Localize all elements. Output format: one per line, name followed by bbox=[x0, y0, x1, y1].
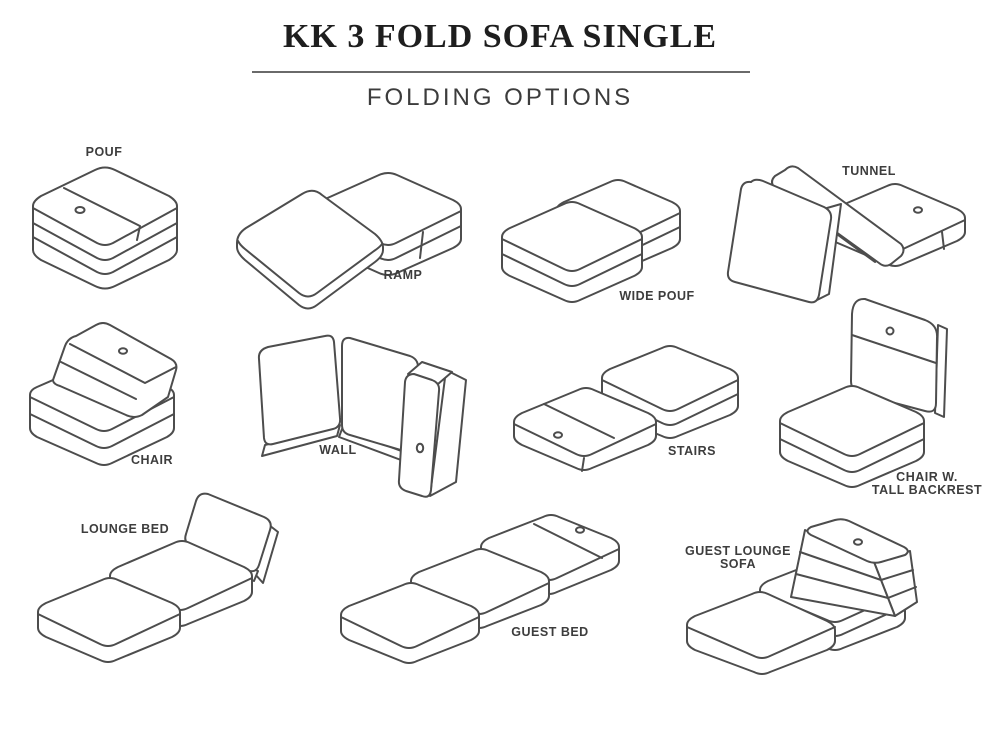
chair-w-tall-backrest-illustration bbox=[779, 297, 948, 488]
label-guest-lounge-sofa: GUEST LOUNGE SOFA bbox=[684, 544, 791, 571]
label-tunnel: TUNNEL bbox=[842, 164, 896, 178]
figure-wide-pouf bbox=[480, 172, 685, 317]
label-guest-bed: GUEST BED bbox=[511, 625, 589, 639]
guest-lounge-sofa-illustration bbox=[686, 518, 918, 675]
label-stairs: STAIRS bbox=[668, 444, 716, 458]
figure-ramp bbox=[233, 166, 483, 314]
label-wide-pouf: WIDE POUF bbox=[619, 289, 695, 303]
title-divider bbox=[252, 71, 750, 73]
label-wall: WALL bbox=[319, 443, 357, 457]
page-title: KK 3 FOLD SOFA SINGLE bbox=[282, 18, 718, 55]
chair-illustration bbox=[29, 322, 178, 466]
figure-guest-lounge-sofa bbox=[655, 502, 955, 702]
figure-pouf bbox=[28, 164, 180, 292]
guest-bed-illustration bbox=[340, 514, 620, 664]
page-subtitle: FOLDING OPTIONS bbox=[366, 84, 634, 111]
wall-illustration bbox=[257, 334, 467, 498]
wide-pouf-illustration bbox=[501, 179, 681, 303]
figure-stairs bbox=[500, 338, 745, 478]
label-chair-w-tall-backrest: CHAIR W. TALL BACKREST bbox=[871, 470, 983, 497]
stairs-illustration bbox=[513, 345, 739, 472]
figure-tunnel bbox=[705, 158, 970, 333]
figure-wall bbox=[240, 330, 480, 518]
ramp-illustration bbox=[236, 172, 462, 310]
figure-chair bbox=[24, 318, 184, 470]
lounge-bed-illustration bbox=[37, 492, 279, 663]
figure-chair-w-tall-backrest bbox=[772, 283, 957, 498]
figure-guest-bed bbox=[318, 496, 628, 691]
tunnel-illustration bbox=[726, 165, 966, 304]
label-chair: CHAIR bbox=[130, 453, 174, 467]
figure-lounge-bed bbox=[22, 485, 302, 685]
label-ramp: RAMP bbox=[383, 268, 423, 282]
pouf-illustration bbox=[32, 166, 178, 290]
label-lounge-bed: LOUNGE BED bbox=[80, 522, 170, 536]
label-pouf: POUF bbox=[85, 145, 123, 159]
